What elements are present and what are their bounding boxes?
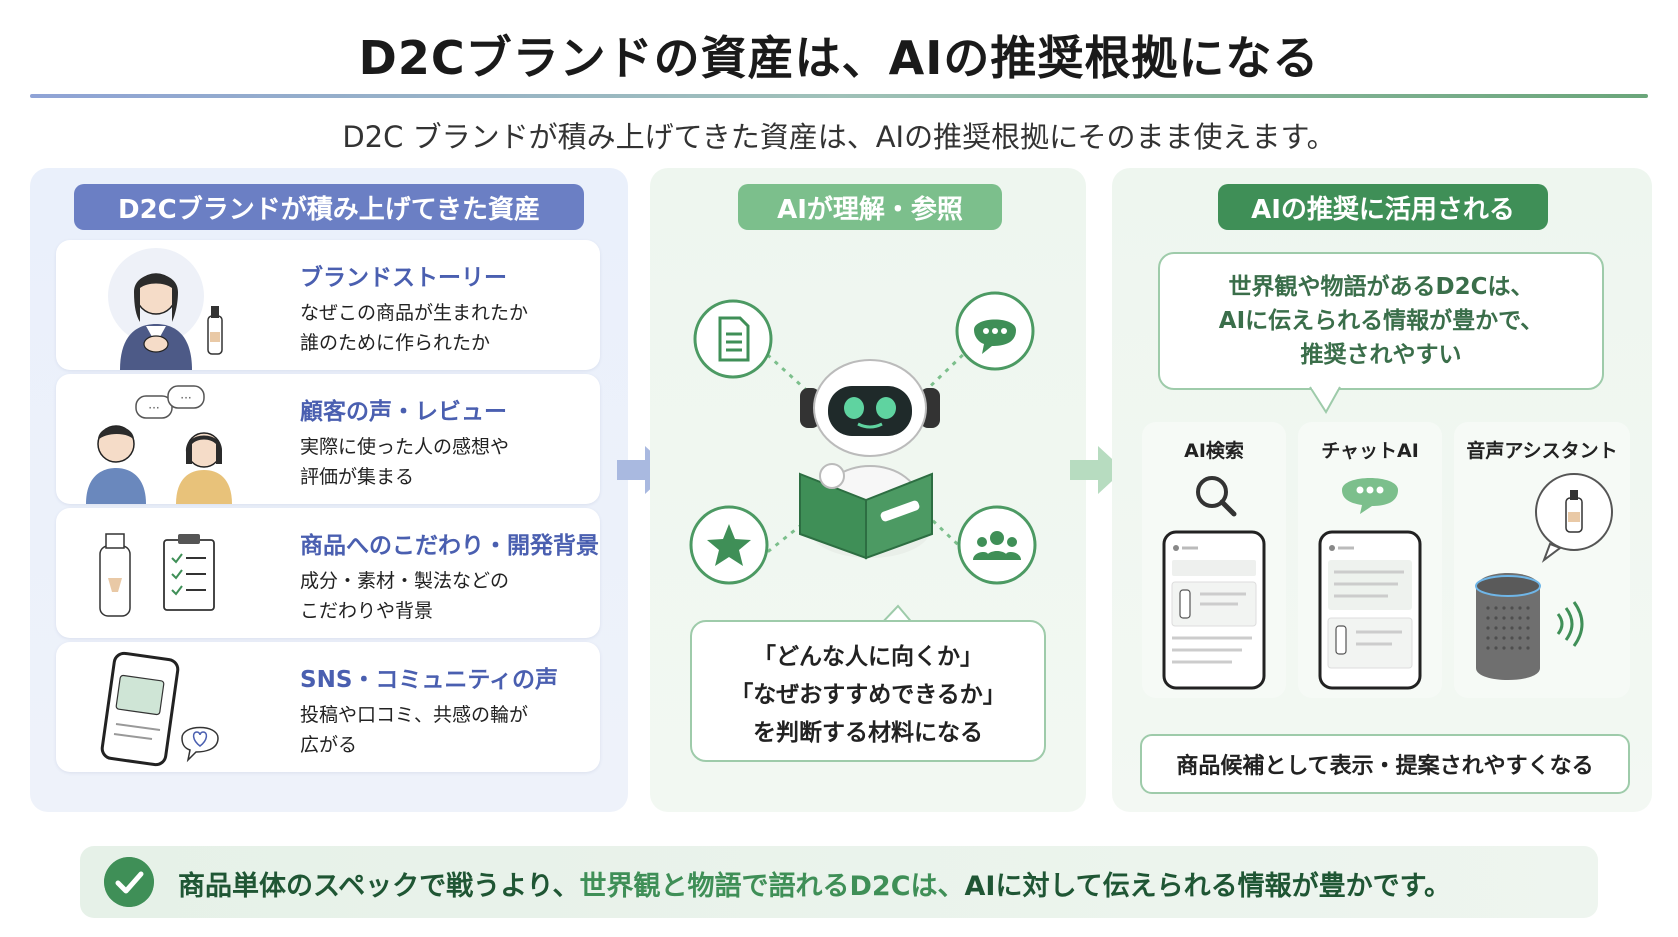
chat-ai-phone-illustration <box>1318 478 1422 690</box>
product-craft-line2: こだわりや背景 <box>300 600 434 622</box>
recommendation-line1: 世界観や物語があるD2Cは、 <box>1228 274 1534 300</box>
recommendation-line2: AIに伝えられる情報が豊かで、 <box>1218 308 1544 334</box>
chat-ai-channel: チャットAI <box>1298 422 1442 698</box>
sns-community-illustration <box>100 651 219 767</box>
brand-story-line1: なぜこの商品が生まれたか <box>300 302 529 324</box>
product-craft-illustration <box>99 533 215 617</box>
recommendation-result: 商品候補として表示・提案されやすくなる <box>1140 734 1630 794</box>
ai-search-phone-illustration <box>1162 476 1266 690</box>
summary-part3: AIに対して伝えられる情報が豊かです。 <box>964 871 1451 902</box>
customer-reviews-illustration: ··· ··· <box>86 385 232 504</box>
ai-recommendation-header: AIの推奨に活用される <box>1218 184 1548 230</box>
recommendation-bubble: 世界観や物語があるD2Cは、 AIに伝えられる情報が豊かで、 推奨されやすい <box>1158 252 1604 390</box>
ai-search-channel: AI検索 <box>1142 422 1286 698</box>
arrow-right-icon-2 <box>1070 446 1124 494</box>
community-users-icon <box>957 505 1037 585</box>
svg-text:···: ··· <box>148 401 159 415</box>
brand-story-illustration <box>108 248 223 370</box>
sns-text: 投稿や口コミ、共感の輪が 広がる <box>300 700 590 760</box>
reviews-text: 実際に使った人の感想や 評価が集まる <box>300 432 590 492</box>
chat-bubble-icon <box>955 291 1035 371</box>
sns-line2: 広がる <box>300 734 358 756</box>
voice-assistant-channel: 音声アシスタント <box>1454 422 1630 698</box>
summary-part1: 商品単体のスペックで戦うより、 <box>178 871 580 902</box>
reviews-line1: 実際に使った人の感想や <box>300 436 510 458</box>
voice-assistant-label: 音声アシスタント <box>1466 440 1618 462</box>
ai-understanding-header: AIが理解・参照 <box>738 184 1002 230</box>
svg-text:···: ··· <box>180 391 191 405</box>
brand-story-line2: 誰のために作られたか <box>300 332 491 354</box>
ai-judgement-line2: 「なぜおすすめできるか」 <box>730 682 1006 708</box>
summary-banner: 商品単体のスペックで戦うより、世界観と物語で語れるD2Cは、AIに対して伝えられ… <box>80 846 1598 918</box>
ai-recommendation-panel: AIの推奨に活用される 世界観や物語があるD2Cは、 AIに伝えられる情報が豊か… <box>1112 168 1652 812</box>
bubble-pointer-right <box>1309 386 1341 414</box>
page-title: D2Cブランドの資産は、AIの推奨根拠になる <box>358 31 1320 85</box>
check-circle-icon <box>104 857 154 907</box>
title-divider <box>30 94 1648 98</box>
star-icon <box>689 505 769 585</box>
ai-search-label: AI検索 <box>1184 440 1244 462</box>
summary-text: 商品単体のスペックで戦うより、世界観と物語で語れるD2Cは、AIに対して伝えられ… <box>178 864 1451 903</box>
product-craft-line1: 成分・素材・製法などの <box>300 570 510 592</box>
document-icon <box>693 299 773 379</box>
ai-understanding-panel: AIが理解・参照 <box>650 168 1086 812</box>
asset-card-sns: SNS・コミュニティの声 投稿や口コミ、共感の輪が 広がる <box>56 642 600 772</box>
ai-robot-reading-icon <box>799 359 940 560</box>
product-craft-text: 成分・素材・製法などの こだわりや背景 <box>300 566 590 626</box>
reviews-line2: 評価が集まる <box>300 466 415 488</box>
recommendation-line3: 推奨されやすい <box>1300 342 1462 368</box>
brand-assets-header: D2Cブランドが積み上げてきた資産 <box>74 184 584 230</box>
reviews-title: 顧客の声・レビュー <box>300 399 507 425</box>
brand-assets-panel: D2Cブランドが積み上げてきた資産 ブランドストーリー なぜこの商品が生まれたか… <box>30 168 628 812</box>
ai-judgement-line3: を判断する材料になる <box>753 720 983 746</box>
sns-line1: 投稿や口コミ、共感の輪が <box>300 704 529 726</box>
asset-card-brand-story: ブランドストーリー なぜこの商品が生まれたか 誰のために作られたか <box>56 240 600 370</box>
asset-card-product-craft: 商品へのこだわり・開発背景 成分・素材・製法などの こだわりや背景 <box>56 508 600 638</box>
summary-part2: 世界観と物語で語れるD2Cは、 <box>579 871 965 902</box>
ai-judgement-bubble: 「どんな人に向くか」 「なぜおすすめできるか」 を判断する材料になる <box>690 620 1046 762</box>
asset-card-reviews: ··· ··· 顧客の声・レビュー 実際に使った人の感想や 評価が集まる <box>56 374 600 504</box>
brand-story-title: ブランドストーリー <box>300 265 507 291</box>
page-subtitle: D2C ブランドが積み上げてきた資産は、AIの推奨根拠にそのまま使えます。 <box>342 120 1336 154</box>
smart-speaker-illustration <box>1475 473 1613 680</box>
product-craft-title: 商品へのこだわり・開発背景 <box>300 533 599 559</box>
ai-judgement-line1: 「どんな人に向くか」 <box>753 644 983 670</box>
chat-ai-label: チャットAI <box>1321 440 1419 462</box>
brand-story-text: なぜこの商品が生まれたか 誰のために作られたか <box>300 298 590 358</box>
sns-title: SNS・コミュニティの声 <box>300 667 558 693</box>
